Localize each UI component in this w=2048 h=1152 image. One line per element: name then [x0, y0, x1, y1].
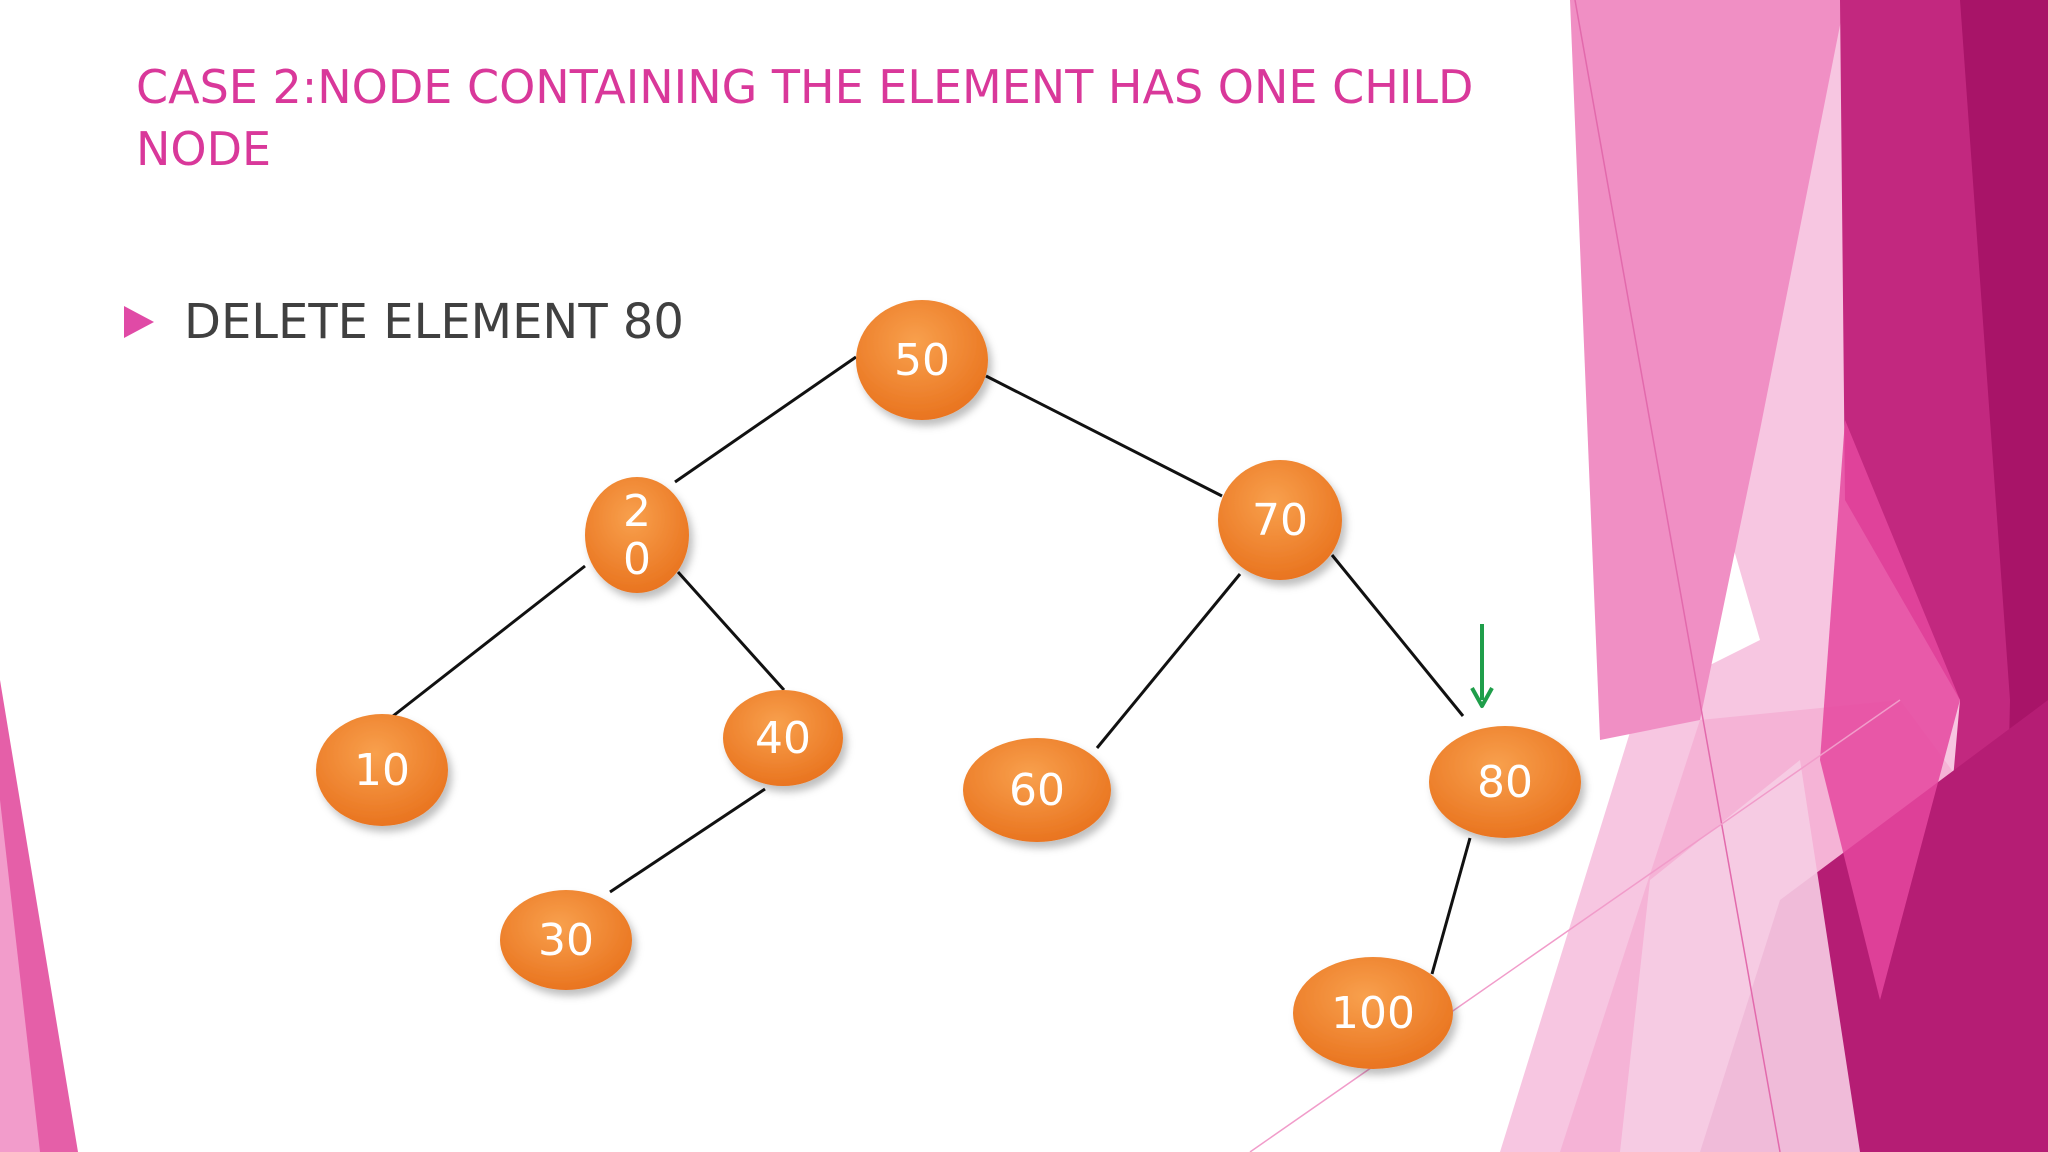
tree-node-label: 30	[538, 915, 594, 966]
tree-node: 30	[500, 890, 632, 990]
tree-edge	[676, 570, 786, 692]
tree-node-circle	[316, 714, 448, 826]
tree-node-label: 70	[1252, 495, 1308, 546]
tree-node-label: 100	[1331, 988, 1415, 1039]
tree-node: 60	[963, 738, 1111, 842]
tree-node-circle	[585, 477, 689, 593]
tree-node: 40	[723, 690, 843, 786]
tree-node-circle	[1218, 460, 1342, 580]
tree-node-circle	[1293, 957, 1453, 1069]
tree-edge	[1095, 573, 1242, 749]
tree-node: 80	[1429, 726, 1581, 838]
tree-node-circle	[1429, 726, 1581, 838]
tree-edge	[985, 374, 1223, 498]
tree-edge	[674, 355, 857, 484]
tree-node-label: 80	[1477, 757, 1533, 808]
decor-left-strip-light	[0, 800, 40, 1152]
tree-node-circle	[963, 738, 1111, 842]
bullet-triangle-icon	[124, 306, 154, 338]
tree-edge	[392, 564, 586, 718]
tree-edge	[609, 787, 766, 894]
decor-thin-line	[1249, 699, 1901, 1152]
decor-thin-line	[1574, 0, 1781, 1152]
slide-title: CASE 2:NODE CONTAINING THE ELEMENT HAS O…	[136, 60, 1474, 176]
decor-facet-soft	[1620, 760, 1860, 1152]
tree-node-circle	[856, 300, 988, 420]
tree-node-circle	[500, 890, 632, 990]
tree-node-circle	[723, 690, 843, 786]
tree-node-label: 10	[354, 745, 410, 796]
tree-node: 50	[856, 300, 988, 420]
decor-facet-mid	[1570, 0, 1845, 740]
tree-node-label: 40	[755, 713, 811, 764]
tree-node-label: 50	[894, 335, 950, 386]
tree-edge	[1330, 554, 1465, 717]
tree-node: 100	[1293, 957, 1453, 1069]
bullet-text: DELETE ELEMENT 80	[184, 294, 684, 350]
bullet-item: DELETE ELEMENT 80	[124, 292, 684, 352]
decor-facet-bright	[1820, 420, 1960, 1000]
tree-node-label: 60	[1009, 765, 1065, 816]
tree-node: 10	[316, 714, 448, 826]
down-arrow-icon	[1470, 624, 1494, 708]
tree-edge	[1430, 837, 1472, 975]
tree-node: 70	[1218, 460, 1342, 580]
